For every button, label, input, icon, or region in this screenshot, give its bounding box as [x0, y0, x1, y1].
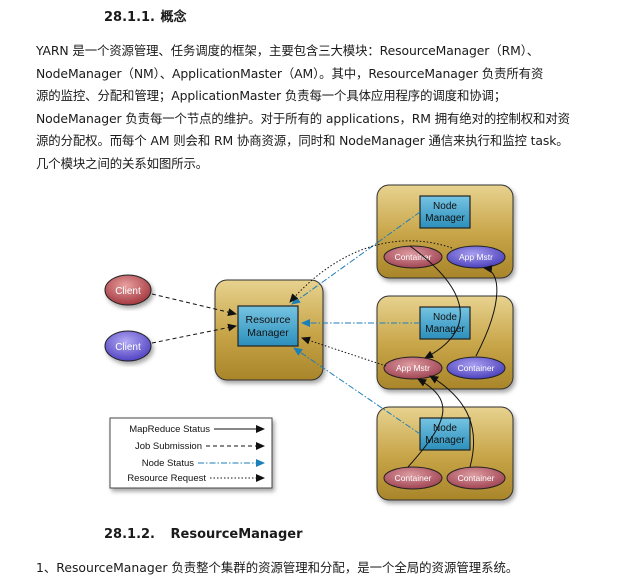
node-manager-box-1: [419, 195, 471, 229]
app-master-node2: [383, 356, 443, 380]
resource-request-arrow: [301, 336, 387, 367]
cut-off-line: 1、ResourceManager 负责整个集群的资源管理和分配，是一个全局的资…: [36, 560, 519, 575]
container-label: Container: [458, 363, 495, 373]
node-manager-label: Node: [433, 423, 457, 434]
intro-paragraph: YARN 是一个资源管理、任务调度的框架，主要包含三大模块：ResourceMa…: [36, 40, 588, 175]
client-label: Client: [115, 342, 141, 353]
app-master-node1: [446, 245, 506, 269]
legend-box: [109, 417, 273, 489]
paragraph-line: 源的分配权。而每个 AM 则会和 RM 协商资源，同时和 NodeManager…: [36, 133, 569, 148]
node-manager-label: Node: [433, 201, 457, 212]
resource-manager-box: [237, 305, 299, 347]
container-label: Container: [395, 252, 432, 262]
node-manager-label: Manager: [425, 213, 465, 224]
section-title: ResourceManager: [170, 527, 303, 542]
section-number: 28.1.1.: [104, 10, 155, 25]
job-submission-arrow: [151, 293, 237, 317]
paragraph-line: 源的监控、分配和管理；ApplicationMaster 负责每一个具体应用程序…: [36, 88, 507, 103]
legend-label-resource-request: Resource Request: [127, 473, 206, 484]
paragraph-line: NodeManager 负责每一个节点的维护。对于所有的 application…: [36, 110, 570, 126]
legend-label-job-submission: Job Submission: [135, 441, 202, 452]
legend-label-node-status: Node Status: [142, 458, 195, 469]
resource-manager-label: Manager: [247, 327, 289, 339]
mapreduce-status-arrow: [409, 245, 461, 359]
node-manager-label: Node: [433, 312, 457, 323]
node-status-arrow: [293, 347, 421, 435]
legend-label-mapreduce-status: MapReduce Status: [129, 424, 210, 435]
paragraph-line: YARN 是一个资源管理、任务调度的框架，主要包含三大模块：ResourceMa…: [36, 43, 540, 58]
node-manager-box-2: [419, 306, 471, 340]
node-manager-box-3: [419, 417, 471, 451]
section-heading-resourcemanager: 28.1.2. ResourceManager: [104, 527, 303, 542]
mapreduce-status-arrow: [429, 375, 475, 468]
container-label: Container: [458, 473, 495, 483]
node-manager-label: Manager: [425, 435, 465, 446]
mapreduce-status-arrow: [475, 265, 498, 357]
node-status-arrow: [291, 211, 421, 305]
resource-manager-label: Resource: [246, 314, 291, 326]
app-master-label: App Mstr: [396, 363, 430, 373]
container-label: Container: [395, 473, 432, 483]
section-title: 概念: [160, 10, 187, 25]
container-node3b: [446, 466, 506, 490]
client-label: Client: [115, 286, 141, 297]
mapreduce-status-arrow: [407, 378, 444, 468]
section-heading-concept: 28.1.1. 概念: [104, 6, 187, 25]
job-submission-arrow: [151, 323, 237, 344]
node-manager-label: Manager: [425, 324, 465, 335]
container-node3a: [383, 466, 443, 490]
section-number: 28.1.2.: [104, 527, 155, 542]
container-node1: [383, 245, 443, 269]
client-2: [104, 330, 152, 362]
paragraph-line: 几个模块之间的关系如图所示。: [36, 155, 209, 171]
client-1: [104, 274, 152, 306]
container-node2: [446, 356, 506, 380]
paragraph-line: NodeManager（NM）、ApplicationMaster（AM）。其中…: [36, 65, 544, 81]
app-master-label: App Mstr: [459, 252, 493, 262]
